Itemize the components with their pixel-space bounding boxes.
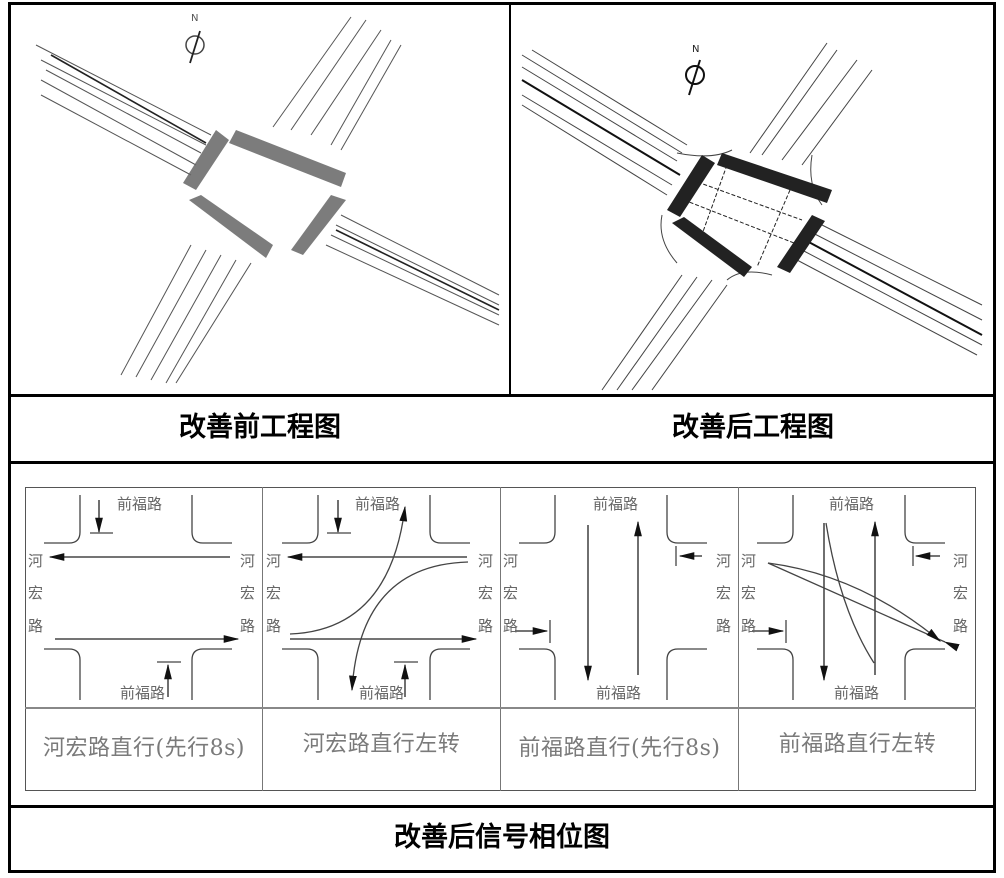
phase-3-caption: 前福路直行(先行8s)	[518, 736, 721, 761]
column-divider	[509, 2, 511, 397]
phase-2-diagram	[282, 495, 478, 700]
svg-text:路: 路	[478, 617, 493, 635]
svg-text:路: 路	[741, 617, 756, 635]
row-divider	[8, 394, 996, 397]
phase-divider	[500, 487, 501, 791]
svg-text:河: 河	[503, 552, 518, 570]
svg-text:河: 河	[266, 552, 281, 570]
before-caption: 改善前工程图	[179, 412, 341, 443]
svg-text:前福路: 前福路	[359, 684, 404, 702]
svg-text:宏: 宏	[716, 584, 731, 602]
svg-text:路: 路	[503, 617, 518, 635]
signal-phase-title: 改善后信号相位图	[394, 822, 610, 853]
svg-text:路: 路	[953, 617, 968, 635]
svg-text:路: 路	[266, 617, 281, 635]
phase-1-diagram	[44, 495, 240, 700]
phase-4-diagram	[752, 495, 960, 700]
svg-text:宏: 宏	[28, 584, 43, 602]
phase-caption-divider	[25, 707, 976, 709]
svg-text:河: 河	[478, 552, 493, 570]
phase-4-caption: 前福路直行左转	[778, 732, 937, 757]
svg-text:宏: 宏	[240, 584, 255, 602]
svg-text:河: 河	[28, 552, 43, 570]
phase-3-diagram	[515, 495, 707, 700]
svg-text:前福路: 前福路	[120, 684, 165, 702]
svg-text:宏: 宏	[266, 584, 281, 602]
svg-text:前福路: 前福路	[355, 495, 400, 513]
svg-text:N: N	[191, 13, 198, 24]
svg-text:前福路: 前福路	[596, 684, 641, 702]
row-divider	[8, 805, 996, 808]
phase-divider	[262, 487, 263, 791]
svg-text:河: 河	[240, 552, 255, 570]
svg-text:前福路: 前福路	[829, 495, 874, 513]
svg-text:宏: 宏	[478, 584, 493, 602]
phase-1-caption: 河宏路直行(先行8s)	[43, 736, 245, 761]
svg-text:路: 路	[716, 617, 731, 635]
svg-text:宏: 宏	[741, 584, 756, 602]
svg-text:宏: 宏	[953, 584, 968, 602]
svg-text:前福路: 前福路	[117, 495, 162, 513]
phase-2-caption: 河宏路直行左转	[302, 732, 461, 757]
svg-text:N: N	[692, 44, 699, 55]
after-caption: 改善后工程图	[672, 412, 834, 443]
row-divider	[8, 461, 996, 464]
svg-text:路: 路	[240, 617, 255, 635]
svg-text:前福路: 前福路	[834, 684, 879, 702]
figure-table	[8, 2, 996, 873]
svg-text:路: 路	[28, 617, 43, 635]
before-engineering-drawing: N	[35, 13, 500, 384]
svg-text:河: 河	[716, 552, 731, 570]
svg-text:前福路: 前福路	[593, 495, 638, 513]
after-engineering-drawing: N	[521, 42, 983, 391]
svg-text:宏: 宏	[503, 584, 518, 602]
phase-divider	[738, 487, 739, 791]
svg-text:河: 河	[953, 552, 968, 570]
svg-text:河: 河	[741, 552, 756, 570]
